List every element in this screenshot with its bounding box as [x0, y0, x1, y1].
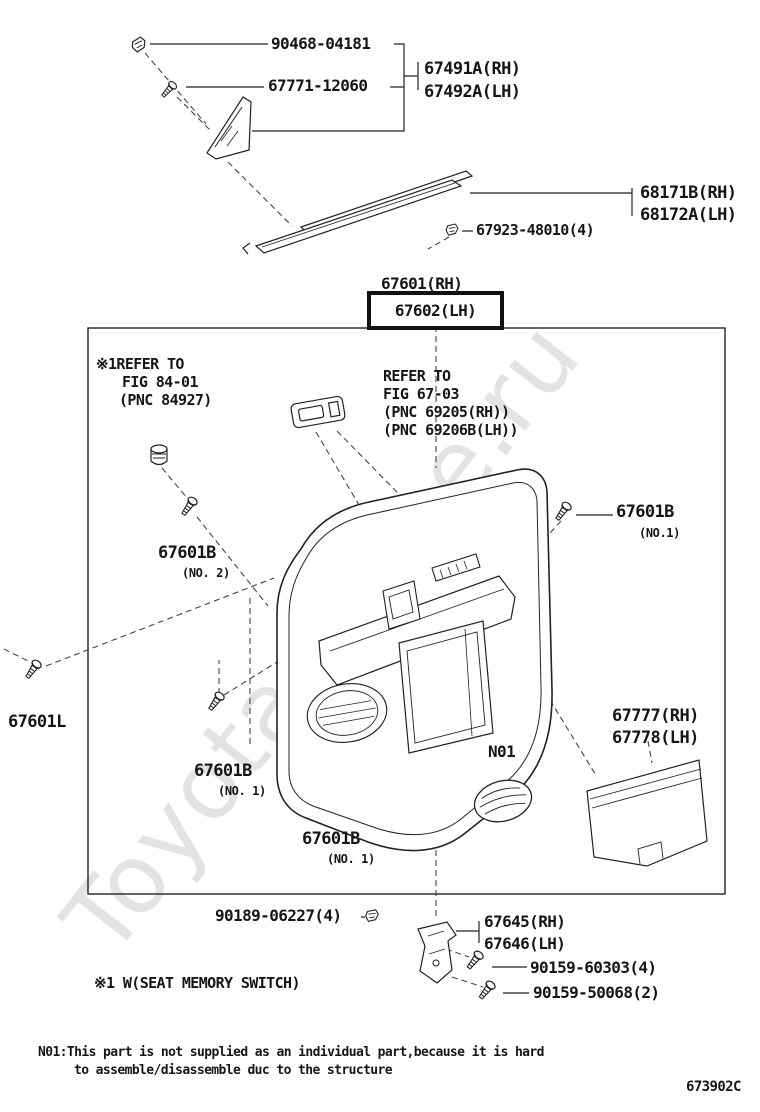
part-label-68172A-LH: 68172A(LH) [640, 205, 737, 225]
pocket-67777-drawing [586, 759, 708, 867]
part-label-67601B-bottomleft: 67601B [194, 761, 252, 781]
screw-67601B-no1-left-icon [205, 689, 227, 713]
ref-fig84-line2: FIG 84-01 [122, 373, 198, 391]
part-label-N01: N01 [488, 742, 516, 761]
memo-seat-memory-switch: ※1 W(SEAT MEMORY SWITCH) [94, 974, 300, 992]
part-label-67923-48010: 67923-48010(4) [476, 221, 595, 239]
screw-67601B-no1-right-icon [552, 499, 574, 523]
clip-90468-icon [129, 35, 149, 54]
part-label-90468-04181: 90468-04181 [271, 34, 371, 53]
ref-fig84-line3: (PNC 84927) [119, 391, 212, 409]
ref-fig67-line3: (PNC 69205(RH)) [383, 403, 510, 421]
part-label-67601L: 67601L [8, 712, 66, 732]
part-label-67492A-LH: 67492A(LH) [424, 82, 521, 102]
part-label-67771-12060: 67771-12060 [268, 76, 368, 95]
part-label-67601B-right-no: (NO.1) [639, 526, 680, 540]
part-label-67601B-left: 67601B [158, 543, 216, 563]
footnote-line2: to assemble/disassemble duc to the struc… [74, 1063, 393, 1078]
highlighted-part-box: 67602(LH) [367, 291, 504, 330]
part-label-67645-RH: 67645(RH) [484, 912, 566, 931]
ref-fig67-line2: FIG 67-03 [383, 385, 459, 403]
n01-pad-drawing [473, 779, 533, 823]
part-label-67778-LH: 67778(LH) [612, 728, 699, 748]
footnote-line1: N01:This part is not supplied as an indi… [38, 1045, 544, 1060]
clip-90189-icon [365, 909, 379, 922]
pin-67771-icon [159, 79, 179, 100]
part-label-90159-50068: 90159-50068(2) [533, 983, 660, 1002]
corner-trim-67491-drawing [206, 96, 252, 160]
part-label-67601B-bottomcenter-no: (NO. 1) [327, 852, 375, 866]
part-label-68171B-RH: 68171B(RH) [640, 183, 737, 203]
bracket-67645-drawing [417, 921, 457, 984]
screw-90159-60303-icon [464, 948, 486, 972]
part-label-67601-RH: 67601(RH) [381, 274, 463, 293]
part-label-67602-LH: 67602(LH) [394, 301, 477, 320]
ref-fig67-line4: (PNC 69206B(LH)) [383, 421, 519, 439]
part-label-67601B-bottomcenter: 67601B [302, 829, 360, 849]
part-label-67601B-bottomleft-no: (NO. 1) [218, 784, 266, 798]
part-label-67491A-RH: 67491A(RH) [424, 59, 521, 79]
switch-bezel-icon [290, 395, 346, 429]
weatherstrip-68171-drawing [242, 170, 474, 255]
part-label-67601B-left-no: (NO. 2) [182, 566, 230, 580]
part-label-90159-60303: 90159-60303(4) [530, 958, 657, 977]
ref-fig67-line1: REFER TO [383, 367, 451, 385]
part-label-67601B-right: 67601B [616, 502, 674, 522]
part-label-90189-06227: 90189-06227(4) [215, 906, 342, 925]
screw-67601L-icon [22, 657, 44, 681]
part-label-67646-LH: 67646(LH) [484, 934, 566, 953]
ref-fig84-line1: ※1REFER TO [96, 355, 184, 373]
diagram-code: 673902C [686, 1079, 741, 1095]
part-label-67777-RH: 67777(RH) [612, 706, 699, 726]
grommet-icon [150, 444, 168, 466]
clip-67923-icon [445, 223, 459, 236]
screw-67601B-no2-icon [178, 494, 200, 518]
screw-90159-50068-icon [476, 978, 498, 1002]
leader-lines [150, 43, 633, 994]
door-trim-panel-drawing [276, 468, 553, 852]
